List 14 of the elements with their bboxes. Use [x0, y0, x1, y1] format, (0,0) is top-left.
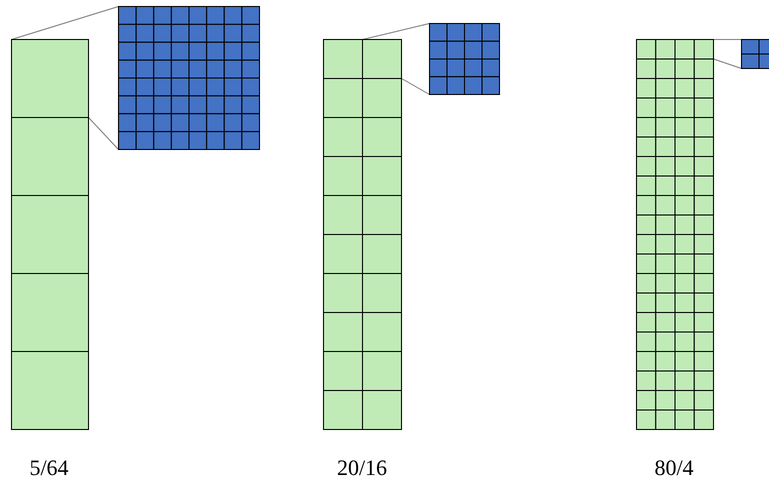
- zoom-line: [11, 6, 119, 40]
- zoom-line: [401, 78, 430, 95]
- ratio-label: 5/64: [29, 455, 69, 481]
- ratio-label: 80/4: [654, 455, 694, 481]
- grid-drawing: [118, 6, 260, 150]
- grid-drawing: [429, 23, 500, 95]
- zoom-line: [362, 23, 430, 40]
- grid-drawing: [636, 39, 714, 430]
- zoom-line: [713, 58, 742, 69]
- grid-drawing: [323, 39, 402, 430]
- grid-drawing: [741, 39, 769, 69]
- grid-drawing: [11, 39, 89, 430]
- ratio-label: 20/16: [336, 455, 388, 481]
- zoom-line: [88, 117, 119, 150]
